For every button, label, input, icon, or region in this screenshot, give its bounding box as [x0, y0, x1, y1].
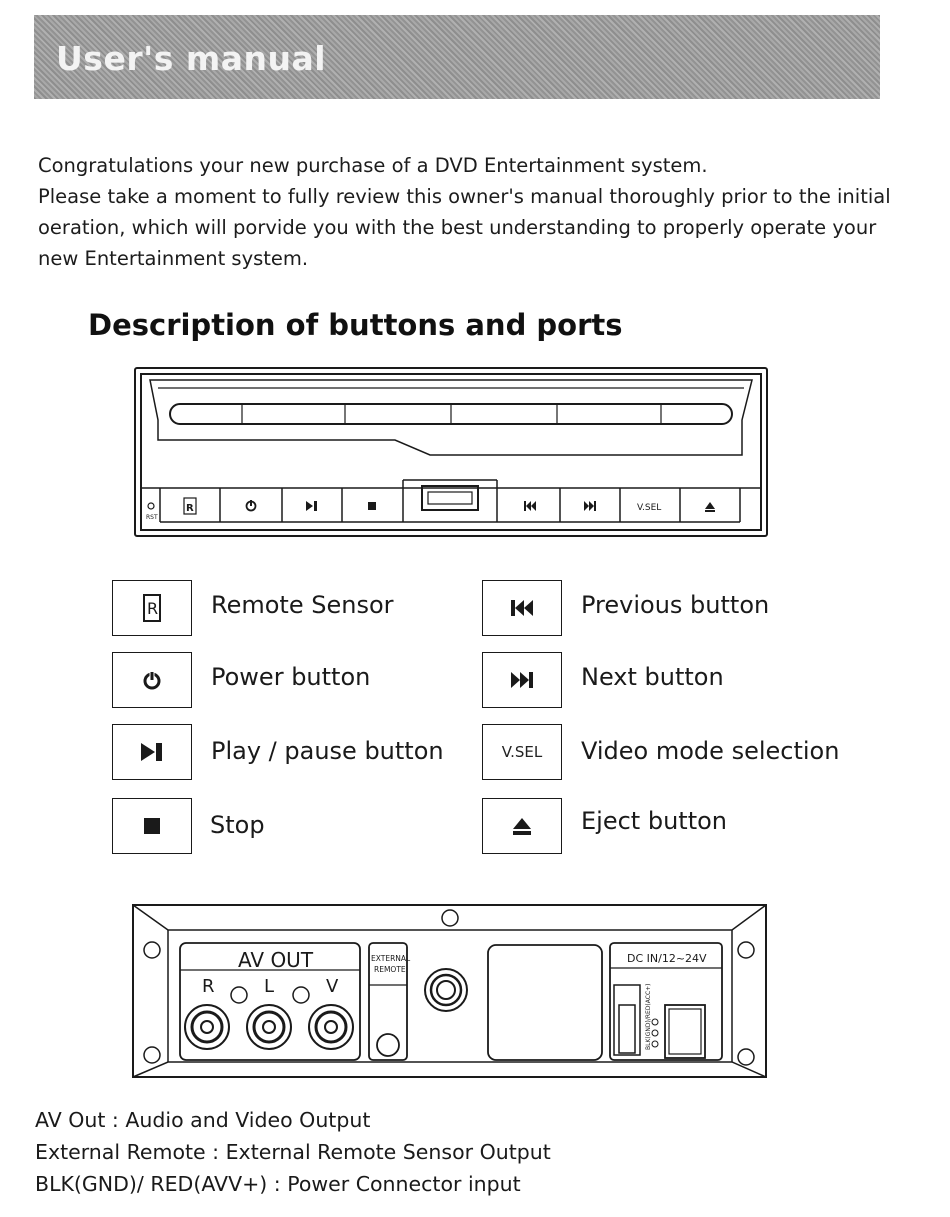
- intro-paragraph: Congratulations your new purchase of a D…: [38, 150, 928, 274]
- external-remote-line1: EXTERNAL: [371, 954, 411, 963]
- dc-in-label: DC IN/12~24V: [627, 952, 707, 965]
- intro-line: new Entertainment system.: [38, 247, 309, 270]
- play-pause-icon-box: [112, 724, 192, 780]
- footer-line: AV Out : Audio and Video Output: [35, 1108, 371, 1132]
- next-icon: [511, 672, 533, 688]
- eject-icon-box: [482, 798, 562, 854]
- legend-label-previous: Previous button: [581, 591, 770, 619]
- legend-label-power: Power button: [211, 663, 371, 691]
- front-vsel-label: V.SEL: [637, 503, 661, 513]
- rst-label: RST: [146, 514, 158, 521]
- footer-line: External Remote : External Remote Sensor…: [35, 1140, 551, 1164]
- legend-label-stop: Stop: [210, 811, 265, 839]
- remote-sensor-icon-box: R: [112, 580, 192, 636]
- power-icon-box: [112, 652, 192, 708]
- vsel-icon-box: V.SEL: [482, 724, 562, 780]
- next-icon-box: [482, 652, 562, 708]
- v-label: V: [326, 976, 339, 997]
- legend-label-eject: Eject button: [581, 807, 727, 835]
- remote-sensor-icon: R: [143, 594, 161, 622]
- banner-title: User's manual: [56, 39, 327, 78]
- stop-icon-box: [112, 798, 192, 854]
- play-pause-icon: [141, 743, 162, 761]
- stop-icon: [144, 818, 160, 834]
- av-out-label: AV OUT: [238, 948, 314, 972]
- external-remote-line2: REMOTE: [374, 965, 406, 974]
- legend-label-play-pause: Play / pause button: [211, 737, 444, 765]
- intro-line: oeration, which will porvide you with th…: [38, 216, 877, 239]
- section-heading: Description of buttons and ports: [88, 308, 623, 342]
- svg-text:R: R: [147, 599, 158, 618]
- footer-notes: AV Out : Audio and Video Output External…: [35, 1104, 551, 1200]
- vsel-icon: V.SEL: [501, 743, 543, 761]
- connector-label: BLK(GND)/RED(ACC+): [645, 983, 652, 1050]
- previous-icon-box: [482, 580, 562, 636]
- legend-label-next: Next button: [581, 663, 724, 691]
- power-icon: [143, 671, 161, 690]
- legend-label-remote-sensor: Remote Sensor: [211, 591, 394, 619]
- eject-icon: [513, 818, 531, 835]
- r-label: R: [202, 976, 215, 997]
- previous-icon: [511, 600, 533, 616]
- intro-line: Please take a moment to fully review thi…: [38, 185, 891, 208]
- svg-text:R: R: [186, 503, 194, 514]
- legend-label-vsel: Video mode selection: [581, 737, 840, 765]
- header-banner: User's manual: [34, 15, 880, 99]
- intro-line: Congratulations your new purchase of a D…: [38, 154, 708, 177]
- l-label: L: [264, 976, 274, 997]
- footer-line: BLK(GND)/ RED(AVV+) : Power Connector in…: [35, 1172, 521, 1196]
